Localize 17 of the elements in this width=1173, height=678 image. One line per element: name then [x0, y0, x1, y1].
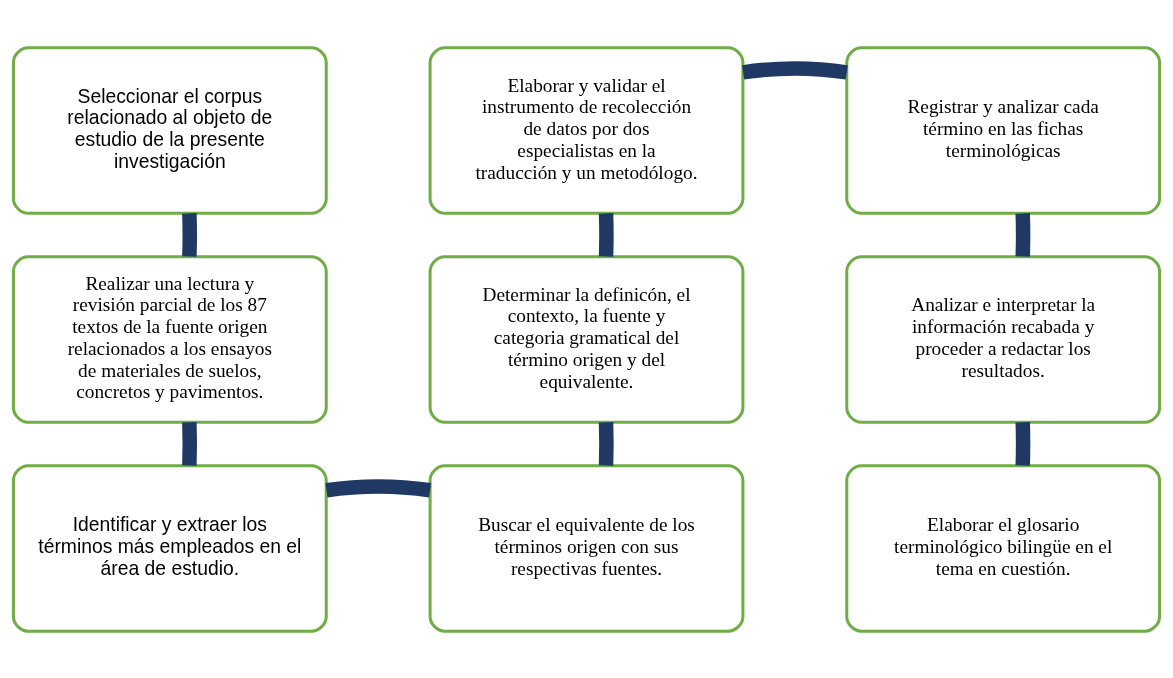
node-box: Determinar la definicón, el contexto, la fuente y categoria gramatical del término origen y del equivalente.	[428, 254, 745, 424]
node-box: Analizar e interpretar la información recabada y proceder a redactar los resultados.	[845, 254, 1162, 424]
node-box: Elaborar y validar el instrumento de recolección de datos por dos especialistas en la traducción y un metodólogo.	[428, 45, 745, 215]
connector	[742, 60, 848, 80]
connector	[182, 421, 197, 466]
node-box: Buscar el equivalente de los términos origen con sus respectivas fuentes.	[428, 463, 745, 633]
connector	[325, 478, 432, 497]
connector	[598, 421, 614, 466]
connector	[598, 212, 614, 257]
connector	[1015, 212, 1031, 257]
node-box: Seleccionar el corpus relacionado al objeto de estudio de la presente investigación	[11, 45, 328, 215]
connector	[182, 212, 197, 257]
node-box: Identificar y extraer los términos más empleados en el área de estudio.	[11, 463, 328, 633]
connector	[1015, 421, 1031, 466]
node-box: Realizar una lectura y revisión parcial de los 87 textos de la fuente origen relacionados a los ensayos de materiales de suelos, concretos y pavimentos.	[11, 254, 328, 424]
node-box: Elaborar el glosario terminológico bilingüe en el tema en cuestión.	[845, 463, 1162, 633]
node-box: Registrar y analizar cada término en las fichas terminológicas	[845, 45, 1162, 215]
